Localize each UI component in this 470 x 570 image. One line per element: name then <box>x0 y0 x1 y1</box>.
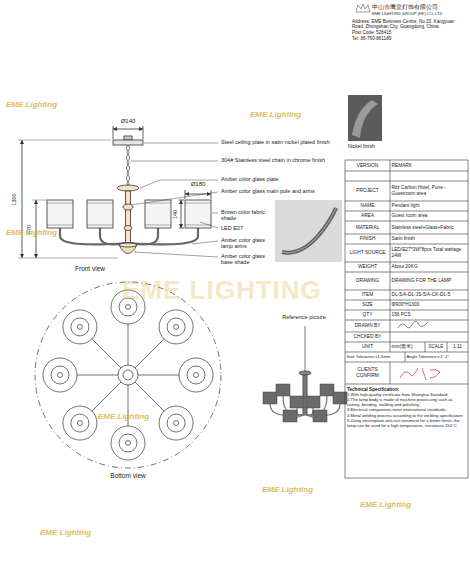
table-cell: LIGHT SOURCE <box>347 244 389 262</box>
chain <box>126 146 129 186</box>
view-title: Bottom view <box>98 472 158 479</box>
address: Address: EME Business Centre, No.33, Kan… <box>352 19 467 30</box>
table-cell: 1:11 <box>449 342 467 352</box>
note: 5.Using electroplate anti-rust treatment… <box>347 419 467 429</box>
table-cell: 156 PCS <box>392 310 467 320</box>
watermark: EME Lighting <box>6 100 57 109</box>
watermark: EME LIGHTING <box>122 276 322 306</box>
callout-text: LED E27 <box>221 225 269 231</box>
front-view <box>18 126 211 258</box>
dimension: Ø180 <box>183 181 213 188</box>
address: Tel: 86-760-861189 <box>352 36 467 41</box>
callout-text: Amber color glass main pole and arms <box>221 188 341 194</box>
callout-text: 304# Stainless steel chain in chrome fin… <box>221 157 341 163</box>
note: 1.With high-quality certificate from Sha… <box>347 393 467 398</box>
watermark: EME Lighting <box>250 110 301 119</box>
note: 4.Metal welding process according to the… <box>347 414 467 419</box>
table-cell: NAME <box>347 201 389 211</box>
callout-text: Brown color fabric shade <box>221 209 269 222</box>
callout-text: Steel ceiling plate in satin nickel plat… <box>221 139 341 145</box>
reference-photo <box>263 326 347 422</box>
company-name: EME LIGHTING GROUP (HK) CO.,LTD <box>372 12 468 17</box>
watermark: EME Lighting <box>98 412 149 421</box>
address: Post Code: 528415 <box>352 30 467 35</box>
arm-photo <box>275 200 342 262</box>
note: Technical Specification: <box>347 387 467 392</box>
table-cell: QTY <box>347 310 389 320</box>
table-cell: PROJECT <box>347 181 389 201</box>
view-title: Front view <box>60 265 120 272</box>
table-cell: AREA <box>347 211 389 221</box>
table-cell: REMARK <box>392 160 467 171</box>
table-cell: CHCKED BY <box>347 332 389 342</box>
callout-text: Amber color glass plate <box>221 176 341 182</box>
note: 2.The lamp body is made of machine proce… <box>347 398 467 408</box>
callout-text: Amber color glass base shade <box>221 253 269 266</box>
company-name: 中山市鹰皇灯饰有限公司 <box>372 4 468 11</box>
table-cell: mm(毫米) <box>392 342 424 352</box>
watermark: EME Lighting <box>40 528 91 537</box>
table-cell: DRAWING FOR THE LAMP <box>392 272 467 290</box>
logo <box>356 4 370 12</box>
bottom-view <box>35 282 221 468</box>
watermark: EME Lighting <box>360 500 411 509</box>
dimension: Ø140 <box>113 118 143 125</box>
table-cell: Φ900*H1300 <box>392 300 467 310</box>
table-cell: SCALE <box>427 342 446 352</box>
table-cell: LED/E27*3W*8pcs Total wattage 24W <box>392 244 467 262</box>
watermark: EME Lighting <box>6 228 57 237</box>
table-cell: VERSION <box>347 160 389 171</box>
table-cell: UNIT <box>347 342 389 352</box>
table-cell: Size Tolerance:±1-5mm <box>347 352 404 362</box>
watermark: EME Lighting <box>262 485 313 494</box>
table-cell: Ritz Carlton Hotel, Pune - Guestroom are… <box>392 181 467 201</box>
signature <box>398 321 440 380</box>
table-cell: Pendant light <box>392 201 467 211</box>
finish-photo <box>348 95 382 141</box>
table-cell: DRAWN BY <box>347 320 389 332</box>
table-cell: DRAWING <box>347 272 389 290</box>
table-cell: WEIGHT <box>347 262 389 272</box>
photo-caption: Nickel finish <box>348 144 408 150</box>
table-cell: Satin finish <box>392 234 467 244</box>
table-cell: MATERIAL <box>347 221 389 234</box>
dimension: 1300 <box>11 188 18 210</box>
note: 3.Electrical components meet internation… <box>347 408 467 413</box>
callout-text: Amber color glass lamp arms <box>221 237 269 250</box>
dimension: 140 <box>172 206 179 222</box>
table-cell: FINISH <box>347 234 389 244</box>
title-block <box>345 160 468 478</box>
table-cell: ITEM <box>347 290 389 300</box>
table-cell: About 20KG <box>392 262 467 272</box>
table-cell: DL-5/A-DL-JS-5/A-CK-DL-5 <box>392 290 467 300</box>
table-cell: SIZE <box>347 300 389 310</box>
leader-line <box>131 143 218 257</box>
view-title: Reference picture <box>265 314 343 320</box>
table-cell: CLIENTS CONFIRM <box>347 362 389 384</box>
table-cell: Angle Tolerance:±1°-2° <box>407 352 467 362</box>
table-cell: Stainless steel+Glass+Fabric <box>392 221 467 234</box>
table-cell: Guest room area <box>392 211 467 221</box>
